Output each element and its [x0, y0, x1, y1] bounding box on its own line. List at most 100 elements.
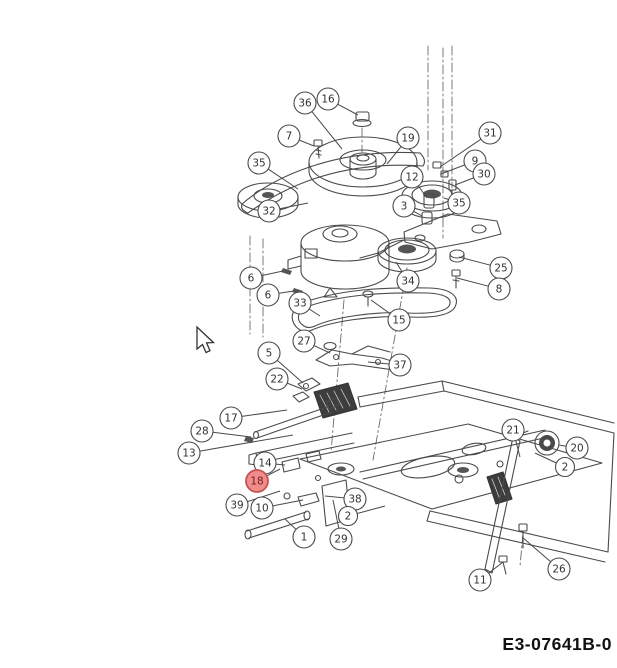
callout-balloon[interactable] — [292, 525, 316, 549]
callout-number: 27 — [297, 336, 310, 348]
callout-balloon[interactable] — [250, 496, 274, 520]
callout-38[interactable]: 38 — [324, 487, 367, 511]
callout-19[interactable]: 19 — [386, 126, 420, 165]
callout-20[interactable]: 20 — [558, 436, 589, 460]
callout-6[interactable]: 6 — [239, 266, 284, 290]
callout-35[interactable]: 35 — [247, 151, 299, 190]
callout-number: 33 — [293, 298, 306, 310]
callout-10[interactable]: 10 — [250, 496, 304, 520]
callout-17[interactable]: 17 — [219, 406, 288, 430]
callout-number: 5 — [266, 348, 273, 360]
callout-leader-line — [311, 111, 343, 150]
callout-12[interactable]: 12 — [400, 165, 428, 199]
callout-15[interactable]: 15 — [370, 299, 411, 332]
callout-balloon[interactable] — [316, 87, 340, 111]
callout-balloon[interactable] — [190, 419, 214, 443]
callout-30[interactable]: 30 — [454, 162, 496, 186]
callout-balloon[interactable] — [565, 436, 589, 460]
callout-balloon[interactable] — [288, 291, 312, 315]
callout-25[interactable]: 25 — [458, 256, 513, 280]
callout-balloon[interactable] — [447, 191, 471, 215]
callout-2[interactable]: 2 — [337, 505, 386, 527]
callout-balloon[interactable] — [554, 456, 576, 478]
bracket-cluster — [281, 450, 355, 527]
callout-leader-line — [515, 440, 521, 458]
callout-balloon[interactable] — [329, 527, 353, 551]
callout-number: 30 — [477, 169, 490, 181]
callout-39[interactable]: 39 — [225, 490, 281, 517]
callout-14[interactable]: 14 — [253, 451, 286, 475]
callout-balloon[interactable] — [293, 91, 317, 115]
callout-32[interactable]: 32 — [257, 199, 309, 223]
callout-balloon[interactable] — [225, 493, 249, 517]
lower-belt — [291, 287, 457, 333]
callout-balloon[interactable] — [388, 353, 412, 377]
callout-1[interactable]: 1 — [284, 518, 316, 549]
callout-balloon[interactable] — [257, 341, 281, 365]
callout-leader-line — [386, 146, 402, 165]
callout-31[interactable]: 31 — [439, 121, 502, 168]
callout-8[interactable]: 8 — [456, 277, 511, 301]
callout-number: 11 — [473, 575, 486, 587]
callout-balloon[interactable] — [487, 277, 511, 301]
callout-37[interactable]: 37 — [367, 353, 412, 377]
callout-balloon[interactable] — [219, 406, 243, 430]
callout-balloon[interactable] — [256, 283, 280, 307]
callout-number: 32 — [262, 206, 275, 218]
callout-balloon[interactable] — [547, 557, 571, 581]
callout-36[interactable]: 36 — [293, 91, 343, 150]
callout-number: 21 — [506, 425, 519, 437]
mouse-cursor — [196, 325, 216, 354]
callout-balloon[interactable] — [387, 308, 411, 332]
callout-balloon[interactable] — [257, 199, 281, 223]
callout-balloon[interactable] — [501, 418, 525, 442]
callout-leader-line — [558, 444, 567, 447]
callout-balloon[interactable] — [472, 162, 496, 186]
callout-balloon[interactable] — [277, 124, 301, 148]
callout-34[interactable]: 34 — [395, 261, 420, 293]
callout-number: 34 — [401, 276, 415, 288]
callout-leader-line — [284, 518, 297, 530]
callout-balloon[interactable] — [177, 441, 201, 465]
callout-27[interactable]: 27 — [292, 329, 331, 354]
callout-balloon[interactable] — [392, 194, 416, 218]
callout-7[interactable]: 7 — [277, 124, 315, 148]
callout-balloon[interactable] — [239, 266, 263, 290]
callout-leader-line — [332, 499, 340, 529]
callout-16[interactable]: 16 — [316, 87, 359, 116]
callout-2[interactable]: 2 — [534, 452, 576, 478]
callout-13[interactable]: 13 — [177, 434, 294, 465]
callout-balloon[interactable] — [478, 121, 502, 145]
callout-18-highlighted[interactable]: 18 — [245, 468, 281, 493]
callout-number: 1 — [301, 532, 308, 544]
callout-balloon[interactable] — [265, 367, 289, 391]
callout-22[interactable]: 22 — [265, 367, 303, 391]
callout-26[interactable]: 26 — [521, 536, 571, 581]
callout-balloon[interactable] — [247, 151, 271, 175]
callout-balloon[interactable] — [468, 568, 492, 592]
clutch-assembly — [287, 224, 390, 298]
callout-leader-line — [199, 434, 294, 452]
callout-28[interactable]: 28 — [190, 419, 252, 443]
callout-21[interactable]: 21 — [501, 418, 525, 458]
idler-bracket — [315, 341, 399, 371]
callout-3[interactable]: 3 — [392, 194, 423, 218]
callout-6[interactable]: 6 — [256, 283, 295, 307]
callout-11[interactable]: 11 — [468, 561, 504, 592]
callout-balloon[interactable] — [292, 329, 316, 353]
callout-number: 29 — [334, 534, 347, 546]
callout-balloon[interactable] — [396, 269, 420, 293]
callout-leader-line — [313, 345, 331, 354]
callout-29[interactable]: 29 — [329, 499, 353, 551]
callout-leader-line — [299, 139, 315, 147]
nut-and-bolt-right — [449, 249, 465, 289]
callout-5[interactable]: 5 — [257, 341, 304, 384]
callout-balloon[interactable] — [337, 505, 359, 527]
callout-number: 10 — [255, 503, 268, 515]
callout-number: 25 — [494, 263, 507, 275]
callout-balloon[interactable] — [400, 165, 424, 189]
callout-35[interactable]: 35 — [443, 191, 471, 215]
callout-balloon[interactable] — [396, 126, 420, 150]
callout-33[interactable]: 33 — [288, 291, 321, 317]
callout-balloon[interactable] — [245, 469, 269, 493]
